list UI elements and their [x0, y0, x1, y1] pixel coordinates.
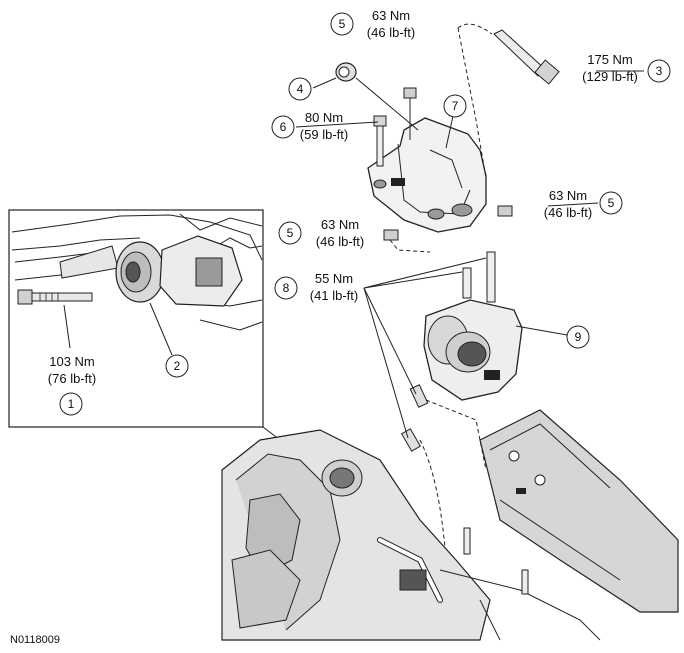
callout-5-middle: 5 63 Nm (46 lb-ft) — [278, 217, 364, 249]
callout-5-top-number: 5 — [339, 17, 346, 31]
callout-9-number: 9 — [575, 330, 582, 344]
callout-5-middle-number: 5 — [287, 226, 294, 240]
callout-8: 8 55 Nm (41 lb-ft) — [274, 271, 358, 303]
callout-9-circle — [566, 325, 590, 349]
callout-5-top-circle — [330, 12, 354, 36]
callout-4: 4 — [288, 77, 312, 101]
bolt-6 — [373, 115, 387, 167]
callout-2-number: 2 — [174, 359, 181, 373]
callout-5-top-torque-lbft: (46 lb-ft) — [367, 25, 415, 40]
figure-id: N0118009 — [10, 634, 60, 646]
callout-8-torque-lbft: (41 lb-ft) — [310, 288, 358, 303]
bolt-3 — [457, 23, 560, 179]
nut-5-left — [383, 229, 431, 253]
callout-5-right: 63 Nm (46 lb-ft) 5 — [544, 188, 623, 220]
callout-9: 9 — [566, 325, 590, 349]
callout-8-torque-nm: 55 Nm — [315, 271, 353, 286]
callout-6-torque-lbft: (59 lb-ft) — [300, 127, 348, 142]
callout-3: 175 Nm (129 lb-ft) 3 — [582, 52, 671, 84]
callout-7-circle — [443, 94, 467, 118]
callout-5-right-torque-lbft: (46 lb-ft) — [544, 205, 592, 220]
callout-1-number: 1 — [68, 397, 75, 411]
callout-7: 7 — [443, 94, 467, 118]
callout-5-right-number: 5 — [608, 196, 615, 210]
callout-5-right-torque-nm: 63 Nm — [549, 188, 587, 203]
callout-5-top-torque-nm: 63 Nm — [372, 8, 410, 23]
callout-8-number: 8 — [283, 281, 290, 295]
callout-6-circle — [271, 115, 295, 139]
callout-1-torque-lbft: (76 lb-ft) — [48, 371, 96, 386]
nut-5-top — [403, 87, 417, 140]
callout-3-torque-nm: 175 Nm — [587, 52, 633, 67]
callout-3-number: 3 — [656, 64, 663, 78]
callout-5-right-circle — [599, 191, 623, 215]
callout-8-circle — [274, 276, 298, 300]
upper-mount-bracket-7 — [367, 117, 487, 233]
frame-rail — [479, 409, 679, 613]
callout-4-number: 4 — [297, 82, 304, 96]
callout-3-circle — [647, 59, 671, 83]
callout-2: 2 — [165, 354, 189, 378]
inset-detail — [8, 209, 264, 428]
callout-6: 6 80 Nm (59 lb-ft) — [271, 110, 348, 142]
callout-3-torque-lbft: (129 lb-ft) — [582, 69, 638, 84]
callout-1-torque-nm: 103 Nm — [49, 354, 95, 369]
bushing-2 — [115, 241, 165, 303]
callout-5-middle-torque-nm: 63 Nm — [321, 217, 359, 232]
callout-5-middle-circle — [278, 221, 302, 245]
engine-assembly — [221, 429, 601, 641]
callout-5-top: 5 63 Nm (46 lb-ft) — [330, 8, 415, 40]
callout-1: 103 Nm (76 lb-ft) 1 — [48, 354, 96, 416]
callout-4-circle — [288, 77, 312, 101]
callout-1-circle — [59, 392, 83, 416]
callout-2-circle — [165, 354, 189, 378]
callout-5-middle-torque-lbft: (46 lb-ft) — [316, 234, 364, 249]
bolt-1 — [17, 289, 93, 305]
lower-mount-9 — [423, 299, 523, 401]
callout-7-number: 7 — [452, 99, 459, 113]
callout-6-number: 6 — [280, 120, 287, 134]
nut-5-right — [497, 205, 513, 217]
callout-6-torque-nm: 80 Nm — [305, 110, 343, 125]
bolt-8-group — [363, 251, 496, 561]
cap-4 — [335, 62, 357, 82]
